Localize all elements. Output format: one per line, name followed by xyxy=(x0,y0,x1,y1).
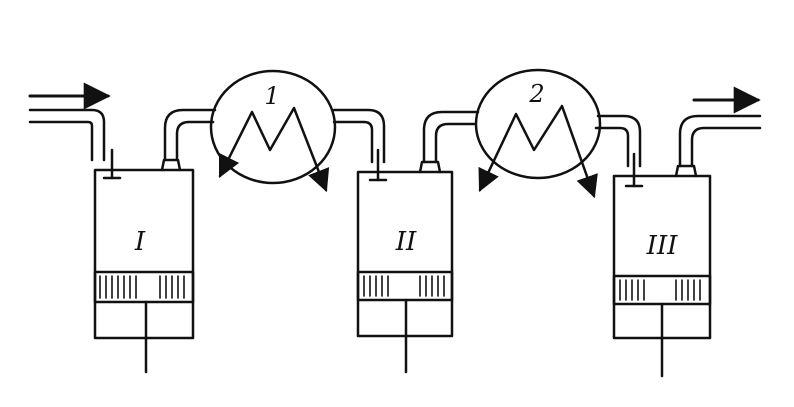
cylinder-2-label: II xyxy=(395,227,417,257)
outlet-valve-1 xyxy=(160,158,182,172)
pipe-cooler-2-to-3 xyxy=(594,114,644,188)
cooler-2: 2 xyxy=(474,68,602,199)
outlet-valve-2 xyxy=(418,160,442,174)
cooler-1: 1 xyxy=(209,69,337,193)
cooler-1-label: 1 xyxy=(264,82,279,110)
cooler-2-label: 2 xyxy=(528,80,544,108)
cylinder-3: III xyxy=(612,174,712,378)
pipe-2-to-cooler-2 xyxy=(422,110,480,164)
cylinder-2: II xyxy=(356,170,454,374)
inlet-pipe xyxy=(28,108,122,180)
piston-rings-2 xyxy=(363,275,445,297)
pipe-cooler-1-to-2 xyxy=(332,108,388,182)
pipe-1-to-cooler-1 xyxy=(163,108,217,162)
cylinder-1: I xyxy=(93,168,195,374)
cylinder-1-label: I xyxy=(134,227,146,257)
cylinder-3-label: III xyxy=(646,231,679,261)
piston-rings-3 xyxy=(619,279,701,301)
piston-rings-1 xyxy=(99,275,185,299)
cooler-2-coil-icon xyxy=(478,104,598,199)
outlet-valve-3 xyxy=(674,164,698,178)
outlet-pipe xyxy=(678,114,762,168)
cooler-1-coil-icon xyxy=(218,106,330,193)
